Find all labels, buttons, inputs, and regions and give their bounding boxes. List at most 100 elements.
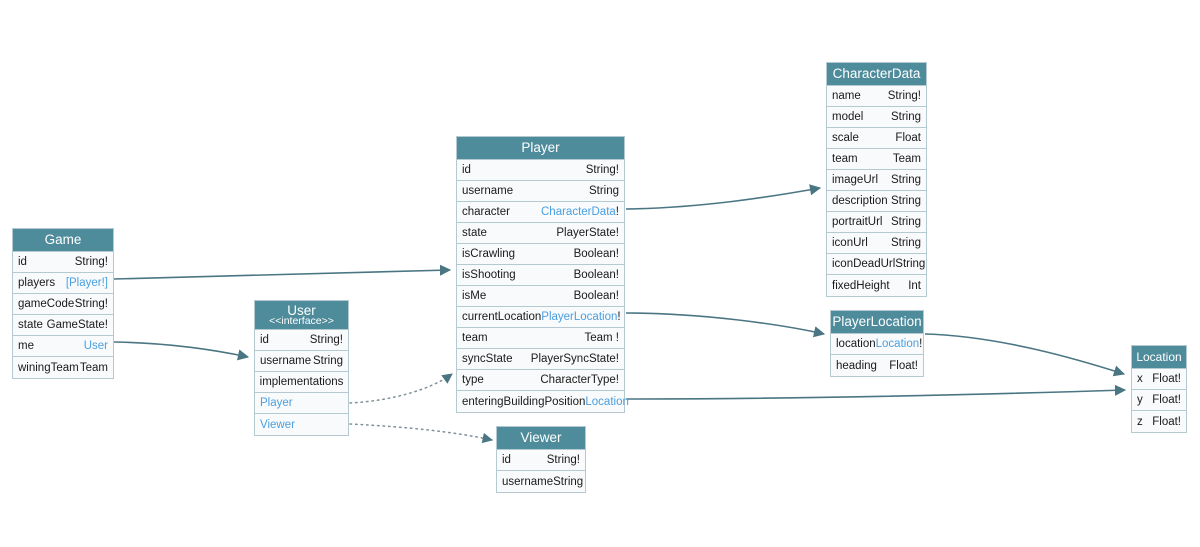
field-player-state[interactable]: state PlayerState! xyxy=(457,223,624,244)
field-type: [Player!] xyxy=(65,277,108,289)
field-type: String! xyxy=(546,454,580,466)
user-implementations-label: implementations xyxy=(255,372,348,393)
field-name: portraitUrl xyxy=(832,216,883,228)
field-viewer-username[interactable]: username String xyxy=(497,471,585,492)
field-type: Location xyxy=(875,338,920,350)
entity-characterdata[interactable]: CharacterData name String! model String … xyxy=(826,62,927,297)
field-characterdata-name[interactable]: name String! xyxy=(827,86,926,107)
field-type-tail: ! xyxy=(919,338,923,350)
field-location-z[interactable]: z Float! xyxy=(1132,411,1186,432)
field-name: y xyxy=(1137,394,1143,406)
field-characterdata-team[interactable]: team Team xyxy=(827,149,926,170)
field-name: currentLocation xyxy=(462,311,542,323)
user-implementation-viewer[interactable]: Viewer xyxy=(255,414,348,435)
field-name: id xyxy=(18,256,27,268)
field-user-id[interactable]: id String! xyxy=(255,330,348,351)
field-name: id xyxy=(462,164,471,176)
field-game-players[interactable]: players [Player!] xyxy=(13,273,113,294)
field-player-isme[interactable]: isMe Boolean! xyxy=(457,286,624,307)
field-game-gamecode[interactable]: gameCode String! xyxy=(13,294,113,315)
field-name: syncState xyxy=(462,353,513,365)
field-player-username[interactable]: username String xyxy=(457,181,624,202)
field-type: String xyxy=(890,174,921,186)
entity-user-stereotype: <<interface>> xyxy=(269,315,334,327)
field-location-y[interactable]: y Float! xyxy=(1132,390,1186,411)
field-game-me[interactable]: me User xyxy=(13,336,113,357)
field-characterdata-portraiturl[interactable]: portraitUrl String xyxy=(827,212,926,233)
field-type-wrap: PlayerLocation! xyxy=(541,311,620,323)
field-characterdata-fixedheight[interactable]: fixedHeight Int xyxy=(827,275,926,296)
entity-location[interactable]: Location x Float! y Float! z Float! xyxy=(1131,345,1187,433)
entity-game[interactable]: Game id String! players [Player!] gameCo… xyxy=(12,228,114,379)
field-characterdata-description[interactable]: description String xyxy=(827,191,926,212)
field-player-team[interactable]: team Team ! xyxy=(457,328,624,349)
field-viewer-id[interactable]: id String! xyxy=(497,450,585,471)
implementation-name: Viewer xyxy=(260,418,295,431)
field-type-tail: ! xyxy=(615,206,619,218)
entity-location-title: Location xyxy=(1132,346,1186,369)
entity-user-title: User <<interface>> xyxy=(255,301,348,330)
entity-user[interactable]: User <<interface>> id String! username S… xyxy=(254,300,349,436)
field-type: GameState! xyxy=(46,319,108,331)
field-game-id[interactable]: id String! xyxy=(13,252,113,273)
field-name: isShooting xyxy=(462,269,516,281)
field-name: username xyxy=(260,355,312,367)
field-player-iscrawling[interactable]: isCrawling Boolean! xyxy=(457,244,624,265)
entity-viewer[interactable]: Viewer id String! username String xyxy=(496,426,586,493)
field-characterdata-scale[interactable]: scale Float xyxy=(827,128,926,149)
field-name: team xyxy=(462,332,488,344)
edge-playerlocation-to-location xyxy=(924,333,1126,377)
entity-player[interactable]: Player id String! username String charac… xyxy=(456,136,629,413)
field-name: state xyxy=(18,319,43,331)
field-name: character xyxy=(462,206,510,218)
field-type: Location xyxy=(585,395,629,408)
entity-playerlocation[interactable]: PlayerLocation location Location! headin… xyxy=(830,310,924,377)
section-label: implementations xyxy=(259,376,344,388)
field-name: gameCode xyxy=(18,298,75,310)
field-player-isshooting[interactable]: isShooting Boolean! xyxy=(457,265,624,286)
field-name: scale xyxy=(832,132,859,144)
field-type: Float! xyxy=(1152,394,1181,406)
user-implementation-player[interactable]: Player xyxy=(255,393,348,414)
field-type-tail: ! xyxy=(617,311,621,323)
field-playerlocation-heading[interactable]: heading Float! xyxy=(831,355,923,376)
field-playerlocation-location[interactable]: location Location! xyxy=(831,334,923,355)
entity-playerlocation-title: PlayerLocation xyxy=(831,311,923,334)
field-name: location xyxy=(836,338,876,350)
field-characterdata-iconurl[interactable]: iconUrl String xyxy=(827,233,926,254)
edge-user-implements-viewer xyxy=(349,423,494,444)
field-characterdata-icondeadurl[interactable]: iconDeadUrl String xyxy=(827,254,926,275)
field-name: username xyxy=(502,475,554,488)
field-game-state[interactable]: state GameState! xyxy=(13,315,113,336)
entity-viewer-title: Viewer xyxy=(497,427,585,450)
field-name: enteringBuildingPosition xyxy=(462,395,586,408)
field-characterdata-imageurl[interactable]: imageUrl String xyxy=(827,170,926,191)
field-type: String! xyxy=(585,164,619,176)
edge-game-me-to-user xyxy=(113,341,250,361)
field-player-enteringbuildingposition[interactable]: enteringBuildingPosition Location xyxy=(457,391,629,412)
field-name: fixedHeight xyxy=(832,279,890,292)
field-player-id[interactable]: id String! xyxy=(457,160,624,181)
field-name: id xyxy=(502,454,511,466)
field-player-currentlocation[interactable]: currentLocation PlayerLocation! xyxy=(457,307,624,328)
field-name: iconUrl xyxy=(832,237,868,249)
field-name: id xyxy=(260,334,269,346)
field-name: type xyxy=(462,374,484,386)
field-player-character[interactable]: character CharacterData! xyxy=(457,202,624,223)
field-characterdata-model[interactable]: model String xyxy=(827,107,926,128)
field-type: String xyxy=(890,237,921,249)
field-name: players xyxy=(18,277,56,289)
field-type: String! xyxy=(309,334,343,346)
field-name: isCrawling xyxy=(462,248,516,260)
field-game-winingteam[interactable]: winingTeam Team xyxy=(13,357,113,378)
field-type: CharacterData xyxy=(541,206,616,218)
field-player-type[interactable]: type CharacterType! xyxy=(457,370,624,391)
field-user-username[interactable]: username String xyxy=(255,351,348,372)
field-type: Boolean! xyxy=(573,290,619,302)
field-player-syncstate[interactable]: syncState PlayerSyncState! xyxy=(457,349,624,370)
entity-user-name: User xyxy=(287,303,316,318)
field-name: me xyxy=(18,340,34,352)
field-type: PlayerSyncState! xyxy=(530,353,619,365)
field-location-x[interactable]: x Float! xyxy=(1132,369,1186,390)
